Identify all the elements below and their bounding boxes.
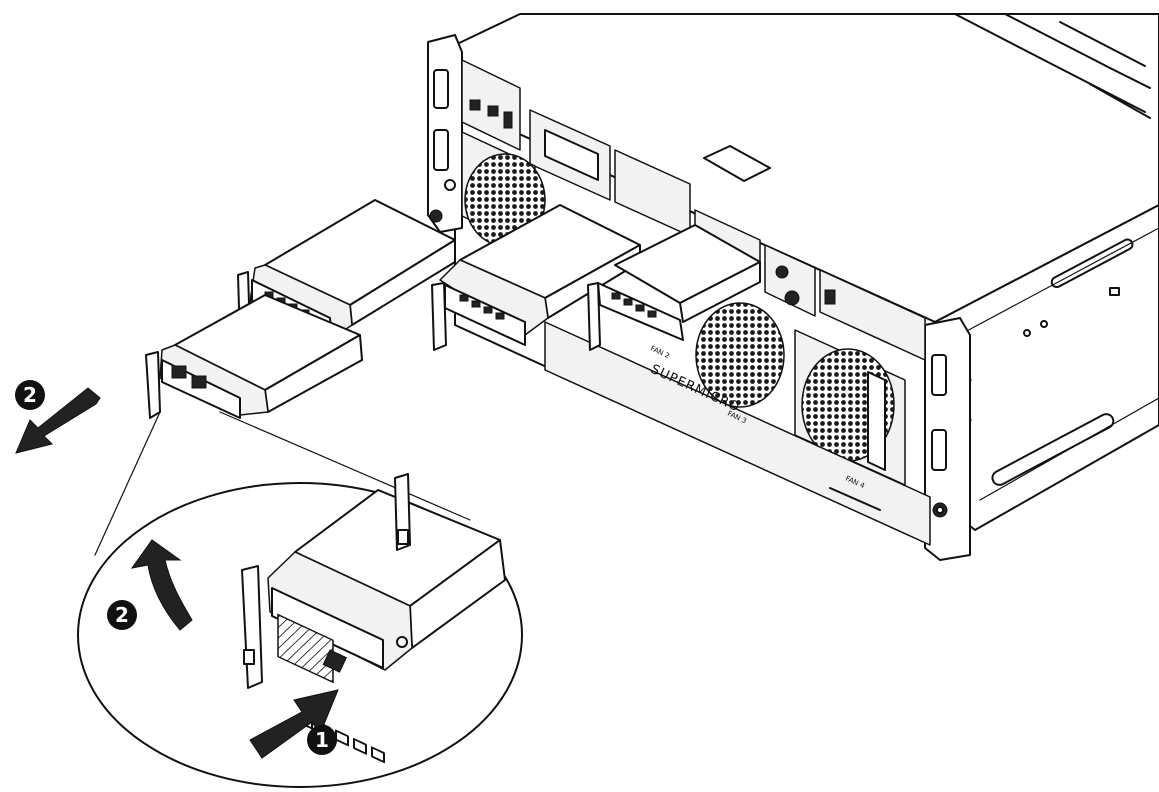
drive-tray-installed-right	[587, 224, 761, 351]
step-1-press-indicator: 1	[249, 689, 339, 759]
zoom-circle	[77, 482, 523, 788]
drive-tray-being-removed	[145, 294, 363, 419]
fan-3	[794, 329, 906, 486]
zoom-callout	[77, 411, 523, 788]
step-2-badge-top-label: 2	[23, 383, 37, 407]
right-rack-ear	[924, 317, 971, 561]
curved-lift-arrow-icon	[130, 539, 193, 631]
drive-tray-installed-middle	[431, 204, 641, 351]
server-chassis: SUPERMICRO FAN 2 FAN 3 FAN 4	[427, 13, 1159, 561]
top-label-plate	[703, 145, 771, 182]
press-button-arrow-icon	[249, 689, 339, 759]
pull-out-arrow-icon	[15, 387, 101, 454]
step-2-pull-indicator: 2	[15, 380, 101, 454]
top-vent-slots	[954, 13, 1151, 119]
step-1-badge	[307, 725, 337, 755]
magnified-drive-tray	[241, 473, 506, 764]
step-2-badge-circle-label: 2	[115, 603, 129, 627]
release-button	[322, 649, 347, 673]
fan-1	[461, 131, 546, 251]
step-2-badge-circle	[107, 600, 137, 630]
step-2-lift-indicator: 2	[107, 539, 193, 631]
step-2-badge-top	[15, 380, 45, 410]
tray-handle	[241, 565, 263, 689]
step-1-badge-label: 1	[315, 728, 329, 752]
fan-2	[695, 302, 785, 408]
left-rack-ear	[427, 34, 463, 233]
